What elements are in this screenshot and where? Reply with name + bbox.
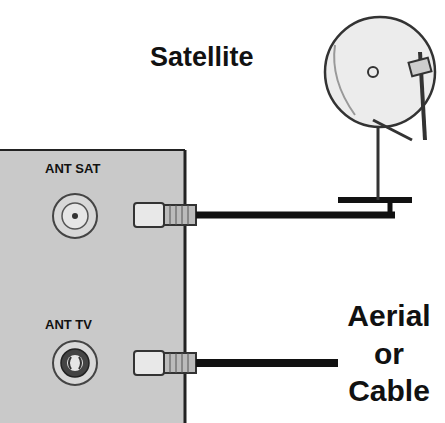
- dish-base: [338, 197, 412, 203]
- aerial-cable: [196, 359, 338, 367]
- satellite-dish: [325, 17, 435, 140]
- panel-top-edge: [0, 149, 185, 151]
- sat-cable: [196, 212, 395, 219]
- sat-plug: [134, 203, 196, 227]
- panel-edge: [184, 150, 187, 423]
- socket-label: ANT TV: [45, 318, 92, 333]
- socket-label: ANT SAT: [45, 162, 100, 177]
- tv-plug: [134, 351, 196, 375]
- tv-socket: [53, 341, 97, 385]
- sat-socket: [53, 194, 97, 238]
- cable-riser: [388, 200, 393, 215]
- tv-panel: [0, 150, 185, 423]
- source-label: Aerial or Cable: [336, 297, 442, 410]
- satellite-label: Satellite: [150, 42, 254, 73]
